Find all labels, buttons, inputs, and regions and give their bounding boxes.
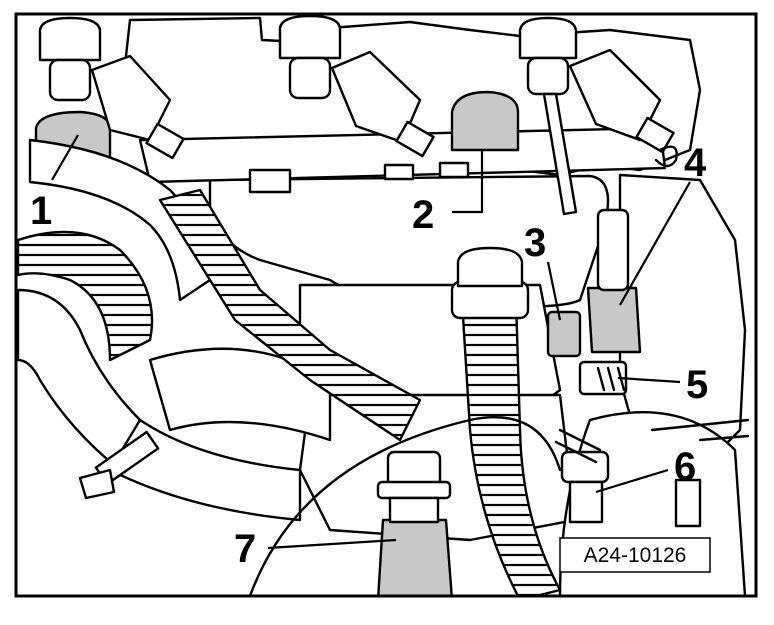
hose-connector-7-ring — [376, 480, 452, 500]
conduit-collar — [450, 280, 530, 320]
breather-hose — [542, 92, 578, 216]
callout-6: 6 — [674, 445, 696, 489]
part-2-cap — [450, 90, 520, 152]
wiring-conduit-diagonal — [158, 188, 422, 442]
callout-4: 4 — [684, 141, 707, 185]
connector-6-wires — [554, 428, 602, 464]
left-clamp-tab — [78, 468, 116, 500]
leader-5 — [617, 376, 681, 384]
hose-connector-7-neck — [388, 496, 440, 524]
reference-code: A24-10126 — [584, 544, 687, 567]
leader-lines — [51, 134, 691, 550]
callout-1: 1 — [30, 189, 52, 233]
leader-3 — [546, 261, 562, 321]
rail-clip-1 — [248, 168, 292, 194]
callout-5: 5 — [686, 363, 708, 407]
lower-radiator-hose — [248, 416, 562, 596]
conduit-top — [456, 246, 524, 288]
injector-2 — [278, 14, 435, 158]
injector-1 — [38, 16, 185, 160]
callout-3: 3 — [524, 221, 546, 265]
part-7-hose-end — [377, 518, 453, 596]
reference-code-box — [559, 537, 711, 573]
left-coolant-pipe — [108, 418, 302, 522]
leader-6 — [595, 468, 669, 494]
rail-clip-3 — [438, 161, 470, 179]
callout-2: 2 — [412, 193, 434, 237]
right-scale-marks — [650, 418, 750, 442]
leader-1 — [51, 134, 79, 181]
leader-2 — [452, 150, 484, 214]
leader-7 — [267, 538, 397, 550]
part-4-connector — [586, 286, 642, 354]
part-4-plug-top — [596, 208, 630, 292]
part-3-sensor — [546, 310, 582, 358]
connector-6-body — [568, 480, 604, 524]
leader-4 — [619, 181, 691, 306]
figure-frame — [14, 12, 758, 598]
hose-clamp-small — [654, 145, 678, 168]
injector-3 — [518, 16, 675, 154]
lower-left-pipe — [148, 347, 332, 442]
left-air-hose — [16, 230, 154, 362]
callout-7: 7 — [234, 527, 256, 571]
right-bracket-post — [674, 478, 702, 528]
rail-clip-2 — [383, 163, 415, 181]
